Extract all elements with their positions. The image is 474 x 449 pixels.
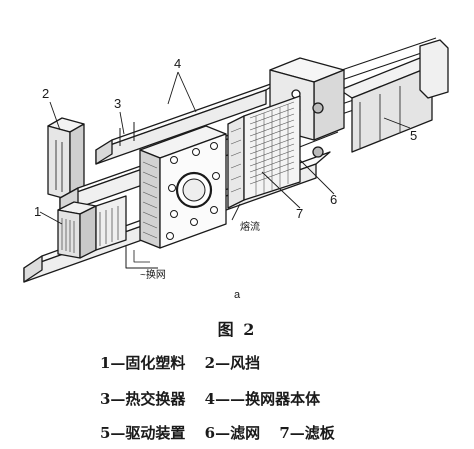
- melt-flow-label: 熔流: [240, 220, 260, 233]
- callout-6: 6: [330, 192, 337, 207]
- leader-lines: [39, 71, 411, 225]
- flange-bolts: [166, 142, 220, 240]
- screen-change-label: ~换网: [140, 268, 166, 281]
- callout-1: 1: [34, 204, 41, 219]
- callout-7: 7: [296, 206, 303, 221]
- subfigure-label: a: [234, 289, 241, 301]
- filter-plate: [227, 95, 301, 209]
- heat-exchanger: [95, 79, 283, 165]
- legend-item-6: 6—滤网: [204, 424, 261, 442]
- filter-screen-mesh: [249, 101, 295, 196]
- legend-item-1: 1—固化塑料: [100, 354, 186, 372]
- callout-2: 2: [42, 86, 49, 101]
- legend-item-7: 7—滤板: [279, 424, 335, 442]
- legend-item-5: 5—驱动装置: [100, 424, 186, 442]
- legend-item-2: 2—风挡: [204, 354, 261, 372]
- drive-cylinder: [339, 39, 449, 153]
- flange-mesh-edge: [142, 161, 158, 239]
- legend-row-2: 3—热交换器 4——换网器本体: [100, 388, 320, 409]
- legend-item-3: 3—热交换器: [100, 390, 186, 408]
- legend-item-4: 4——换网器本体: [204, 390, 321, 408]
- legend-row-3: 5—驱动装置 6—滤网 7—滤板: [100, 422, 335, 443]
- support-bracket: [125, 246, 158, 269]
- callout-5: 5: [410, 128, 417, 143]
- callout-4: 4: [174, 56, 181, 71]
- front-flange: [139, 125, 227, 249]
- legend-row-1: 1—固化塑料 2—风挡: [100, 352, 260, 373]
- callout-3: 3: [114, 96, 121, 111]
- figure-caption: 图 2: [217, 320, 257, 339]
- solidified-plastic-cartridge: [57, 195, 127, 259]
